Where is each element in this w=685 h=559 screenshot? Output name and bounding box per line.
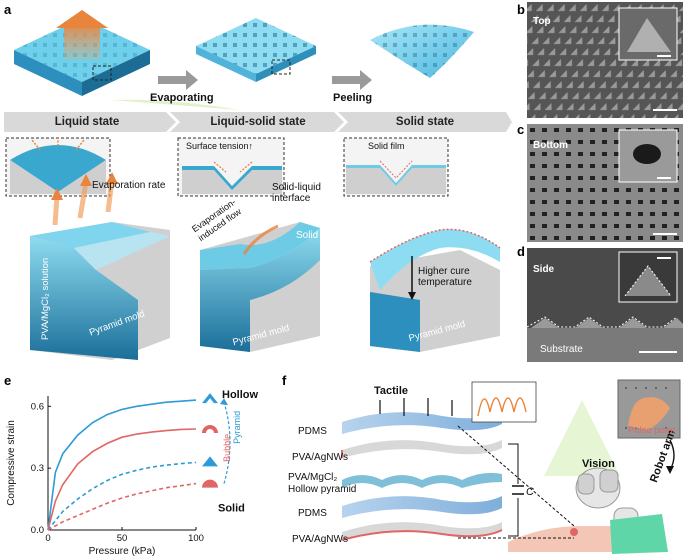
liquid-slab [14,10,150,96]
panel-letter-d: d [517,244,525,259]
panel-letter-f: f [282,373,287,388]
label-solid-liquid-interface: Solid-liquid interface [272,182,321,204]
sem-label-bottom: Bottom [533,140,568,151]
label-solution: PVA/MgCl₂ solution [40,257,51,340]
panel-letter-e: e [4,373,12,388]
evaporating-arrow [158,70,198,90]
legend-bubble-label: Bubble [222,434,232,462]
label-pulse-point: Pulse point [628,425,676,436]
x-tick-label: 0 [45,533,50,544]
sem-image-bottom [527,124,683,242]
y-tick-label: 0.0 [31,525,44,536]
label-peeling: Peeling [333,92,373,104]
x-tick-label: 50 [117,533,128,544]
series-line-1 [47,428,197,531]
liquid-block [30,172,170,360]
liquid-solid-block [200,222,320,352]
sem-label-substrate: Substrate [540,344,583,355]
panel-letter-c: c [517,122,525,137]
legend-arrowhead [220,398,228,406]
panel-a-illustration [4,10,512,360]
label-solid: Solid [296,230,319,241]
panel-letter-b: b [517,2,525,17]
patterned-slab [196,18,316,82]
series-line-0 [47,399,197,531]
hollow-bubble-icon [202,424,218,433]
label-surface-tension: Surface tension↑ [186,141,254,151]
legend-hollow-label: Hollow [222,389,258,401]
layer-label-pdms-bottom: PDMS [298,508,327,519]
solid-block [369,228,501,352]
y-tick-label: 0.6 [31,401,44,412]
legend-pyramid-label: Pyramid [232,411,242,444]
layer-label-agnws-bottom: PVA/AgNWs [292,534,348,545]
layer-label-hollow-pyramid: PVA/MgCl₂ Hollow pyramid [288,472,357,495]
layer-label-pdms-top: PDMS [298,426,327,437]
panel-f-illustration [341,379,681,554]
sem-image-side [527,248,683,362]
layer-label-agnws-top: PVA/AgNWs [292,452,348,463]
label-vision: Vision [582,458,615,470]
hollow-pyramid-icon [202,393,218,404]
x-tick-label: 100 [188,533,204,544]
peeled-film [370,24,474,78]
label-tactile: Tactile [374,385,409,397]
stage-liquid: Liquid state [54,116,120,128]
x-axis-label: Pressure (kPa) [89,546,156,557]
legend-arrow [223,401,231,484]
stage-liquid-solid: Liquid-solid state [210,116,306,128]
solid-pyramid-icon [202,456,218,467]
y-tick-label: 0.3 [31,463,44,474]
sem-label-side: Side [533,264,555,275]
series-line-2 [47,461,197,531]
peeling-arrow [332,70,372,90]
label-higher-cure: Higher cure temperature [418,266,472,288]
stage-solid: Solid state [395,116,455,128]
legend-solid-label: Solid [218,503,245,515]
label-evaporation-rate: Evaporation rate [92,180,166,191]
y-axis-label: Compressive strain [6,420,17,506]
label-solid-film: Solid film [368,141,405,151]
label-capacitance: C [526,486,534,498]
sem-image-top [527,2,683,118]
panel-letter-a: a [4,2,12,17]
solid-bubble-icon [202,479,218,488]
label-evaporating: Evaporating [150,92,214,104]
series-line-3 [47,482,197,531]
sem-label-top: Top [533,16,551,27]
chart-series [47,399,197,531]
